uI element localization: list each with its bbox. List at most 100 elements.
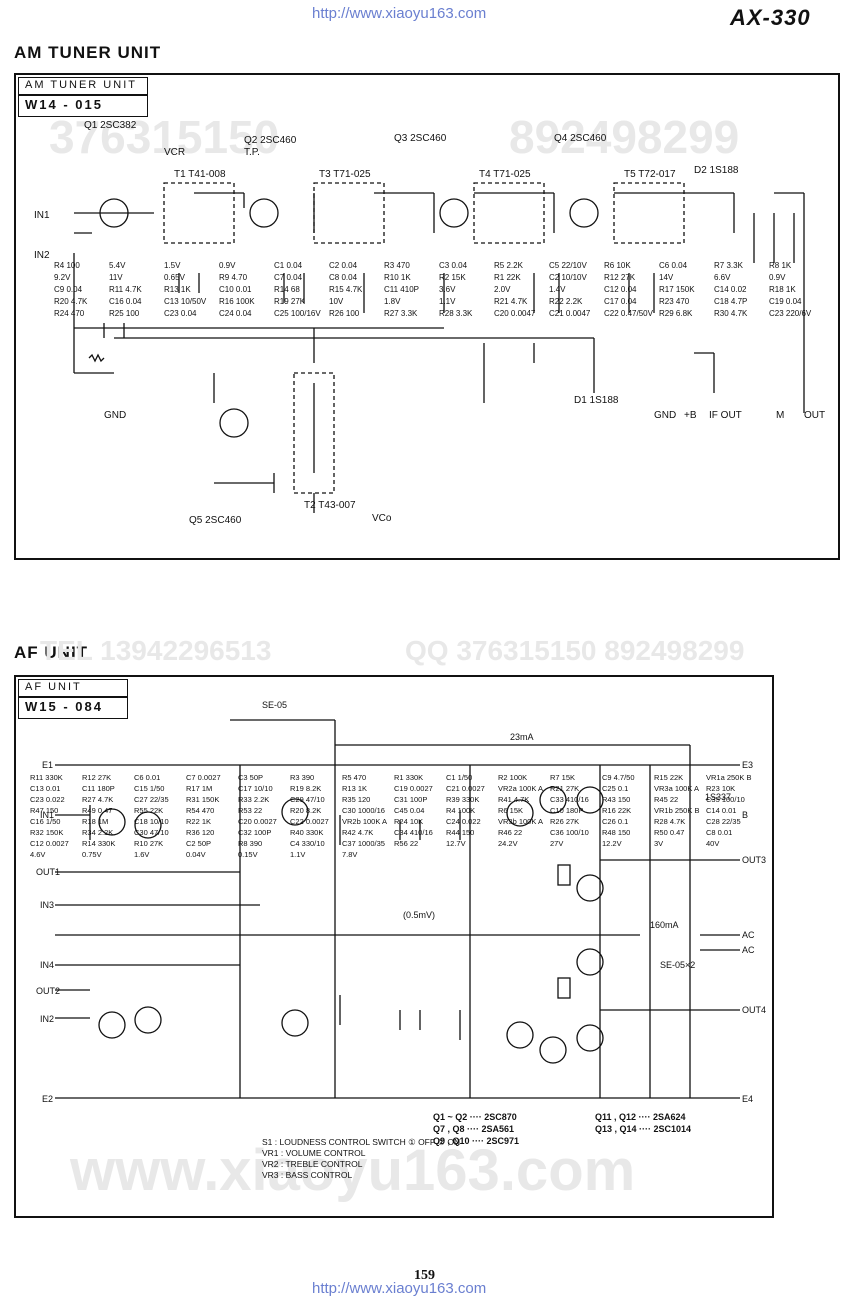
part-label: R2 100K <box>498 773 527 782</box>
part-label: R5 2.2K <box>494 261 524 270</box>
part-label: C37 1000/35 <box>342 839 385 848</box>
part-label: R23 10K <box>706 784 735 793</box>
part-label: R5 470 <box>342 773 366 782</box>
part-label: R26 100 <box>329 309 360 318</box>
part-label: 12.7V <box>446 839 466 848</box>
af-voltage-rail: (0.5mV) <box>403 910 435 920</box>
part-label: R31 150K <box>186 795 219 804</box>
af-ac-terminal-2: AC <box>742 945 755 955</box>
part-label: 3.6V <box>439 285 456 294</box>
af-legend-row-1-left: Q1 ~ Q2 ···· 2SC870 <box>433 1112 517 1122</box>
part-label: R11 330K <box>30 773 63 782</box>
part-label: C5 22/10V <box>549 261 587 270</box>
part-label: C30 47/10 <box>134 828 169 837</box>
part-label: C10 180P <box>550 806 583 815</box>
part-label: 6.6V <box>714 273 731 282</box>
part-label: C13 0.01 <box>30 784 60 793</box>
part-label: R4 100 <box>54 261 80 270</box>
part-label: R44 150 <box>446 828 474 837</box>
part-label: R18 1M <box>82 817 108 826</box>
part-label: R24 470 <box>54 309 85 318</box>
part-label: R14 330K <box>82 839 115 848</box>
part-label: 0.65V <box>164 273 186 282</box>
part-label: C36 100/10 <box>550 828 589 837</box>
part-label: C20 0.0027 <box>238 817 277 826</box>
part-label: C25 0.1 <box>602 784 628 793</box>
part-label: R17 1M <box>186 784 212 793</box>
part-label: R56 22 <box>394 839 418 848</box>
part-label: R15 4.7K <box>329 285 363 294</box>
part-label: C16 1/50 <box>30 817 60 826</box>
am-q2-label: Q2 2SC460 <box>244 135 297 146</box>
part-label: VR3b 100K A <box>498 817 543 826</box>
part-label: C14 0.02 <box>714 285 747 294</box>
part-label: C17 10/10 <box>238 784 273 793</box>
part-label: R18 1K <box>769 285 796 294</box>
part-label: C45 0.04 <box>394 806 424 815</box>
am-t4-label: T4 T71-025 <box>479 169 531 180</box>
part-label: C31 100P <box>394 795 427 804</box>
part-label: 0.9V <box>769 273 786 282</box>
part-label: C30 1000/16 <box>342 806 385 815</box>
part-label: R3 390 <box>290 773 314 782</box>
am-t1-label: T1 T41-008 <box>174 169 226 180</box>
part-label: 27V <box>550 839 563 848</box>
part-label: R36 120 <box>186 828 214 837</box>
part-label: 4.6V <box>30 850 45 859</box>
af-in2-terminal: IN2 <box>40 1014 54 1024</box>
af-note-4: VR3 : BASS CONTROL <box>262 1170 352 1180</box>
part-label: R12 27K <box>82 773 111 782</box>
am-tp-terminal: T.P. <box>244 147 260 158</box>
part-label: R32 150K <box>30 828 63 837</box>
part-label: 10V <box>329 297 344 306</box>
part-label: C11 410P <box>384 285 419 294</box>
part-label: C21 0.0047 <box>549 309 591 318</box>
part-label: C13 10/50V <box>164 297 207 306</box>
part-label: C25 100/16V <box>274 309 321 318</box>
part-label: C28 22/35 <box>706 817 741 826</box>
part-label: R43 150 <box>602 795 630 804</box>
af-e3-terminal: E3 <box>742 760 753 770</box>
part-label: R17 150K <box>659 285 695 294</box>
part-label: C22 0.47/50V <box>604 309 654 318</box>
source-url-bottom[interactable]: http://www.xiaoyu163.com <box>312 1280 487 1297</box>
part-label: R20 4.7K <box>54 297 88 306</box>
part-label: R8 1K <box>769 261 792 270</box>
part-label: R40 330K <box>290 828 323 837</box>
am-ifout-terminal: IF OUT <box>709 410 742 421</box>
am-watermark-1: 376315150 <box>49 111 279 163</box>
am-gnd10-terminal: GND <box>654 410 676 421</box>
part-label: R6 15K <box>498 806 523 815</box>
part-label: R3 470 <box>384 261 410 270</box>
part-label: R27 4.7K <box>82 795 113 804</box>
part-label: C23 0.022 <box>30 795 65 804</box>
am-watermark-2: 892498299 <box>509 111 739 163</box>
part-label: R1 22K <box>494 273 521 282</box>
part-label: R55 22K <box>134 806 163 815</box>
part-label: 40V <box>706 839 719 848</box>
model-number: AX-330 <box>730 5 811 30</box>
part-label: C3 0.04 <box>439 261 468 270</box>
part-label: C7 0.0027 <box>186 773 221 782</box>
part-label: C27 22/35 <box>134 795 169 804</box>
am-q5-label: Q5 2SC460 <box>189 515 242 526</box>
af-e2-terminal: E2 <box>42 1094 53 1104</box>
part-label: 0.15V <box>238 850 258 859</box>
part-label: 1.6V <box>134 850 149 859</box>
part-label: R54 470 <box>186 806 214 815</box>
part-label: VR1b 250K B <box>654 806 699 815</box>
af-out1-terminal: OUT1 <box>36 867 60 877</box>
part-label: 2.0V <box>494 285 511 294</box>
af-note-1: S1 : LOUDNESS CONTROL SWITCH ① OFF ② ON <box>262 1137 460 1147</box>
part-label: R33 2.2K <box>238 795 269 804</box>
part-label: 0.75V <box>82 850 102 859</box>
part-label: R27 3.3K <box>384 309 418 318</box>
part-label: C12 0.0027 <box>30 839 69 848</box>
part-label: R13 1K <box>342 784 367 793</box>
part-label: C26 0.1 <box>602 817 628 826</box>
part-label: C6 0.04 <box>659 261 688 270</box>
am-schematic-frame: AM TUNER UNIT W14 - 015 <box>14 73 840 560</box>
source-url-top[interactable]: http://www.xiaoyu163.com <box>312 5 487 22</box>
part-label: 11V <box>109 273 123 282</box>
